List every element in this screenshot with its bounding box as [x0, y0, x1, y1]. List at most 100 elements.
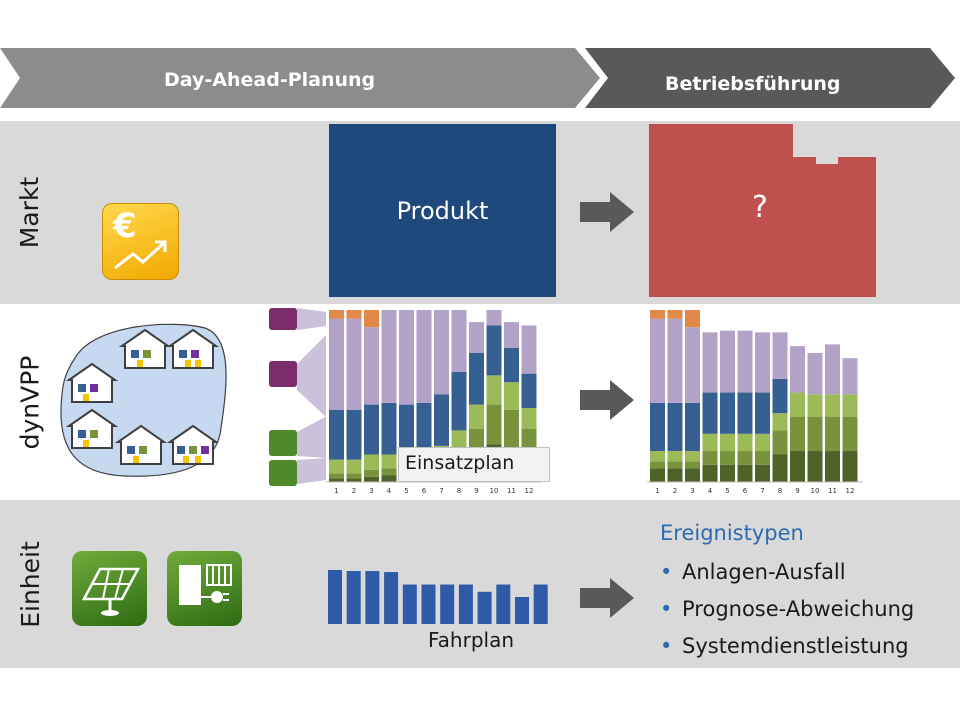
- bar-segment: [842, 416, 858, 452]
- fahrplan-bar: [477, 591, 492, 624]
- bar-segment: [650, 402, 665, 452]
- bar-segment: [451, 310, 467, 372]
- bar-segment: [521, 325, 537, 374]
- fahrplan-chart: [328, 570, 548, 624]
- phase-chevrons: [0, 48, 955, 108]
- bar-segment: [486, 310, 502, 326]
- bar-segment: [825, 344, 840, 395]
- bar-segment: [772, 454, 788, 482]
- bar-segment: [451, 371, 467, 431]
- bar-segment: [329, 409, 344, 460]
- bar-segment: [842, 451, 858, 482]
- bar-segment: [346, 478, 362, 482]
- bar-segment: [737, 330, 753, 393]
- x-tick-label: 6: [422, 487, 427, 495]
- pv-panel-small-icon: [269, 460, 297, 486]
- heat-storage-icon: [269, 361, 297, 387]
- band-einheit: [0, 500, 960, 668]
- x-tick-label: 9: [474, 487, 478, 495]
- vpp-cluster: [60, 323, 227, 477]
- bar-segment: [702, 451, 718, 465]
- day-ahead-chevron: [0, 48, 600, 108]
- bar-segment: [486, 375, 502, 405]
- row-label-einheit: Einheit: [15, 540, 45, 628]
- operations-chevron: [585, 48, 955, 108]
- fahrplan-bar: [533, 584, 548, 624]
- bar-segment: [650, 310, 665, 319]
- bar-segment: [667, 310, 683, 319]
- bar-segment: [381, 475, 397, 482]
- x-tick-label: 2: [673, 487, 677, 495]
- x-tick-label: 12: [525, 487, 534, 495]
- arrow-vpp: [580, 380, 634, 420]
- fahrplan-label: Fahrplan: [428, 628, 515, 652]
- bar-segment: [685, 461, 700, 469]
- bar-segment: [399, 310, 414, 405]
- bar-segment: [381, 310, 397, 403]
- bar-segment: [650, 451, 665, 462]
- bar-segment: [504, 347, 519, 383]
- bar-segment: [720, 330, 735, 393]
- x-tick-label: 3: [369, 487, 373, 495]
- event-item-system-service: •Systemdienstleistung: [660, 634, 909, 658]
- bar-segment: [469, 322, 484, 353]
- ev-car-icon: [269, 308, 297, 330]
- bar-segment: [521, 408, 537, 429]
- bar-segment: [416, 402, 432, 453]
- fahrplan-bar: [421, 584, 436, 624]
- bar-segment: [755, 464, 770, 482]
- arrow-unit: [580, 578, 634, 618]
- bar-segment: [329, 318, 344, 410]
- x-tick-label: 5: [725, 487, 729, 495]
- fahrplan-bar: [365, 571, 380, 624]
- bar-segment: [434, 394, 449, 446]
- x-tick-label: 1: [655, 487, 659, 495]
- fahrplan-bar: [346, 571, 361, 624]
- arrow-market: [580, 192, 634, 232]
- bar-segment: [399, 404, 414, 453]
- x-tick-label: 1: [334, 487, 338, 495]
- x-tick-label: 7: [439, 487, 443, 495]
- euro-symbol: €: [113, 206, 137, 246]
- bar-segment: [807, 394, 823, 417]
- bar-segment: [364, 454, 379, 470]
- bar-segment: [486, 325, 502, 376]
- bar-segment: [504, 322, 519, 348]
- bar-segment: [825, 394, 840, 417]
- phase-day-ahead-label: Day-Ahead-Planung: [164, 69, 376, 91]
- row-label-dynvpp: dynVPP: [15, 355, 45, 449]
- bar-segment: [667, 402, 683, 452]
- chp-unit-icon: [269, 430, 297, 456]
- x-tick-label: 11: [828, 487, 837, 495]
- bar-segment: [469, 404, 484, 429]
- bar-segment: [329, 473, 344, 479]
- bar-segment: [329, 310, 344, 319]
- appliance-icons: [78, 350, 209, 463]
- bar-segment: [720, 433, 735, 452]
- fahrplan-bar: [440, 584, 455, 624]
- event-types-title: Ereignistypen: [660, 521, 804, 545]
- bar-segment: [685, 310, 700, 328]
- fahrplan-bar: [402, 584, 417, 624]
- bar-segment: [469, 353, 484, 405]
- bar-segment: [772, 430, 788, 455]
- bar-segment: [790, 451, 805, 482]
- phase-operations-label: Betriebsführung: [665, 73, 841, 95]
- heater-unit-icon: [167, 551, 242, 626]
- bar-segment: [521, 373, 537, 409]
- bar-segment: [685, 468, 700, 482]
- bar-segment: [650, 468, 665, 482]
- bar-segment: [720, 464, 735, 482]
- x-tick-label: 8: [457, 487, 461, 495]
- bar-segment: [737, 392, 753, 434]
- x-tick-label: 6: [743, 487, 748, 495]
- fahrplan-bar: [458, 584, 473, 624]
- bar-segment: [685, 327, 700, 403]
- bar-segment: [346, 409, 362, 460]
- bar-segment: [685, 402, 700, 452]
- bar-segment: [346, 310, 362, 319]
- house-icon: [65, 328, 220, 465]
- bar-segment: [346, 459, 362, 474]
- product-label: Produkt: [396, 196, 489, 225]
- bar-segment: [364, 404, 379, 455]
